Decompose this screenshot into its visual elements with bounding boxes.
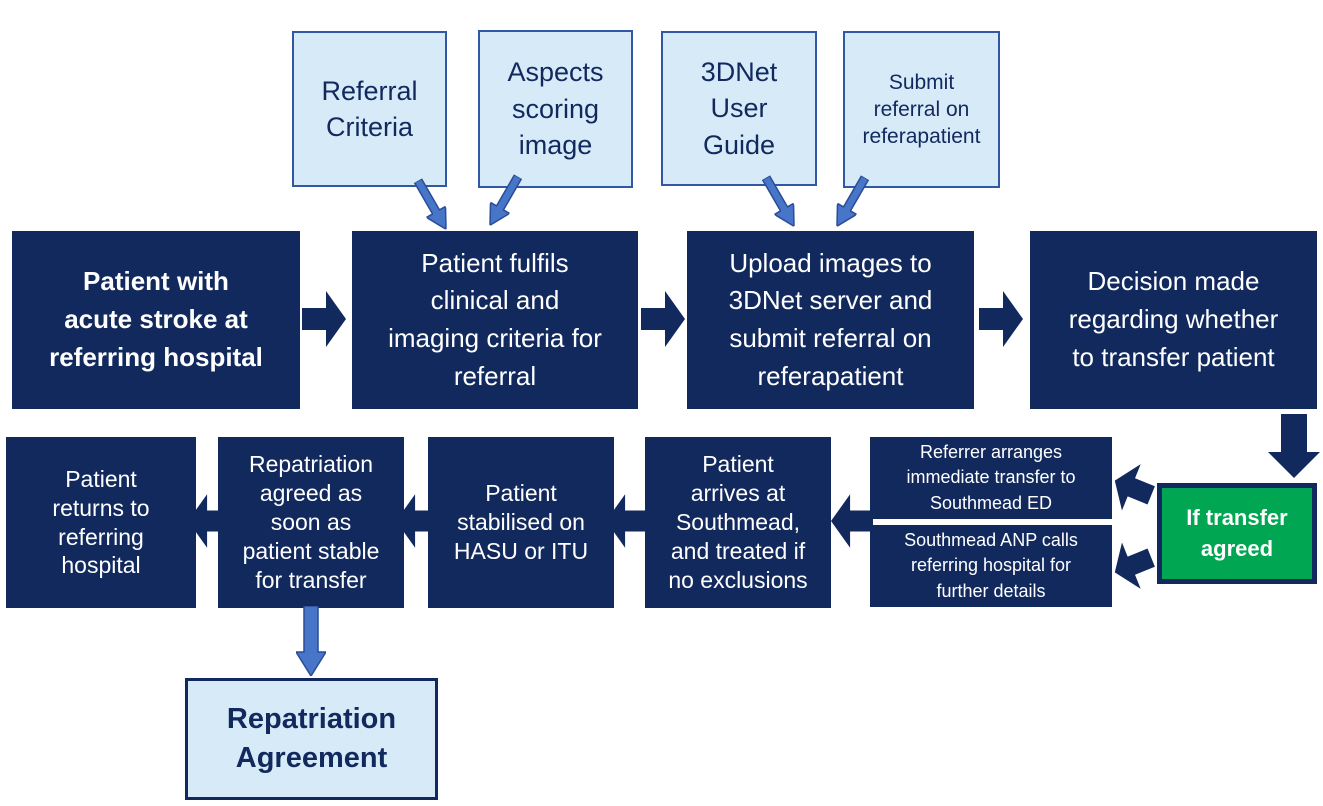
box-label: Aspects scoring image xyxy=(507,57,604,161)
box-patient-returns: Patient returns to referring hospital xyxy=(6,437,196,608)
box-aspects-scoring-image: Aspects scoring image xyxy=(478,30,633,188)
box-label: Patient returns to referring hospital xyxy=(52,465,150,579)
box-label: Repatriation agreed as soon as patient s… xyxy=(242,451,380,593)
box-decision-made: Decision made regarding whether to trans… xyxy=(1030,231,1317,409)
box-referral-criteria: Referral Criteria xyxy=(292,31,447,187)
box-patient-stabilised: Patient stabilised on HASU or ITU xyxy=(428,437,614,608)
box-upload-images: Upload images to 3DNet server and submit… xyxy=(687,231,974,409)
box-label: Upload images to 3DNet server and submit… xyxy=(728,247,933,391)
arrow-down-icon xyxy=(408,175,455,234)
box-label: Patient arrives at Southmead, and treate… xyxy=(668,451,808,593)
box-patient-fulfils-criteria: Patient fulfils clinical and imaging cri… xyxy=(352,231,638,409)
box-label: If transfer agreed xyxy=(1186,504,1288,561)
arrow-down-icon xyxy=(1268,414,1320,478)
arrow-left-icon xyxy=(188,494,230,548)
arrow-down-icon xyxy=(827,172,874,231)
box-southmead-anp-calls: Southmead ANP calls referring hospital f… xyxy=(870,525,1112,607)
box-repatriation-agreed: Repatriation agreed as soon as patient s… xyxy=(218,437,404,608)
box-label: Southmead ANP calls referring hospital f… xyxy=(904,529,1078,601)
arrow-down-icon xyxy=(480,171,527,230)
arrow-left-icon xyxy=(1103,534,1163,597)
arrow-right-icon xyxy=(302,291,346,347)
box-label: Patient stabilised on HASU or ITU xyxy=(453,480,589,564)
box-repatriation-agreement: Repatriation Agreement xyxy=(185,678,438,800)
arrow-down-icon xyxy=(756,172,803,231)
arrow-left-icon xyxy=(831,494,873,548)
box-label: Decision made regarding whether to trans… xyxy=(1068,266,1279,372)
box-label: Submit referral on referapatient xyxy=(862,70,981,149)
arrow-left-icon xyxy=(606,494,648,548)
arrow-right-icon xyxy=(979,291,1023,347)
box-patient-acute-stroke: Patient with acute stroke at referring h… xyxy=(12,231,300,409)
box-label: 3DNet User Guide xyxy=(700,56,778,160)
box-label: Referrer arranges immediate transfer to … xyxy=(906,441,1076,513)
box-label: Patient with acute stroke at referring h… xyxy=(49,266,263,372)
box-patient-arrives-southmead: Patient arrives at Southmead, and treate… xyxy=(645,437,831,608)
box-label: Repatriation Agreement xyxy=(226,702,397,774)
box-3dnet-user-guide: 3DNet User Guide xyxy=(661,31,817,186)
arrow-down-icon xyxy=(296,606,326,676)
arrow-left-icon xyxy=(1103,457,1163,520)
box-if-transfer-agreed: If transfer agreed xyxy=(1157,483,1317,584)
box-label: Patient fulfils clinical and imaging cri… xyxy=(388,247,602,391)
arrow-right-icon xyxy=(641,291,685,347)
box-label: Referral Criteria xyxy=(321,75,418,142)
arrow-left-icon xyxy=(396,494,438,548)
box-submit-referral: Submit referral on referapatient xyxy=(843,31,1000,188)
box-referrer-arranges-transfer: Referrer arranges immediate transfer to … xyxy=(870,437,1112,519)
